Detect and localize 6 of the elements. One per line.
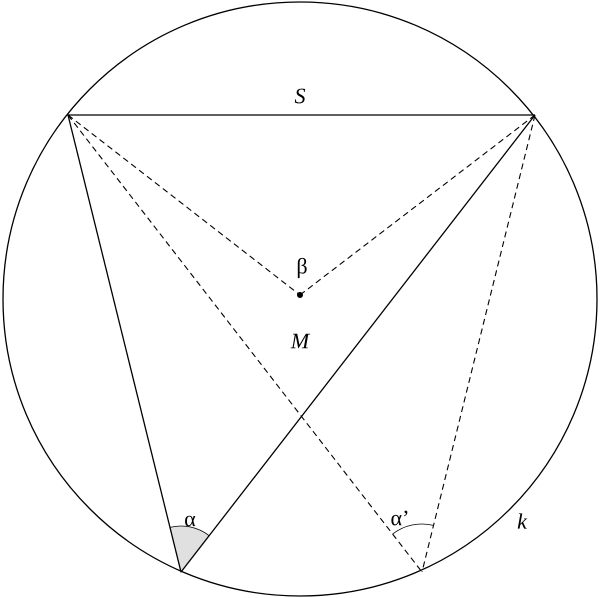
point-label: M — [290, 334, 310, 348]
point-label: S — [294, 88, 306, 104]
point-label: β — [298, 258, 307, 278]
point-label: α’ — [391, 510, 408, 526]
point-label: k — [518, 513, 528, 529]
point-label: α — [185, 516, 196, 526]
